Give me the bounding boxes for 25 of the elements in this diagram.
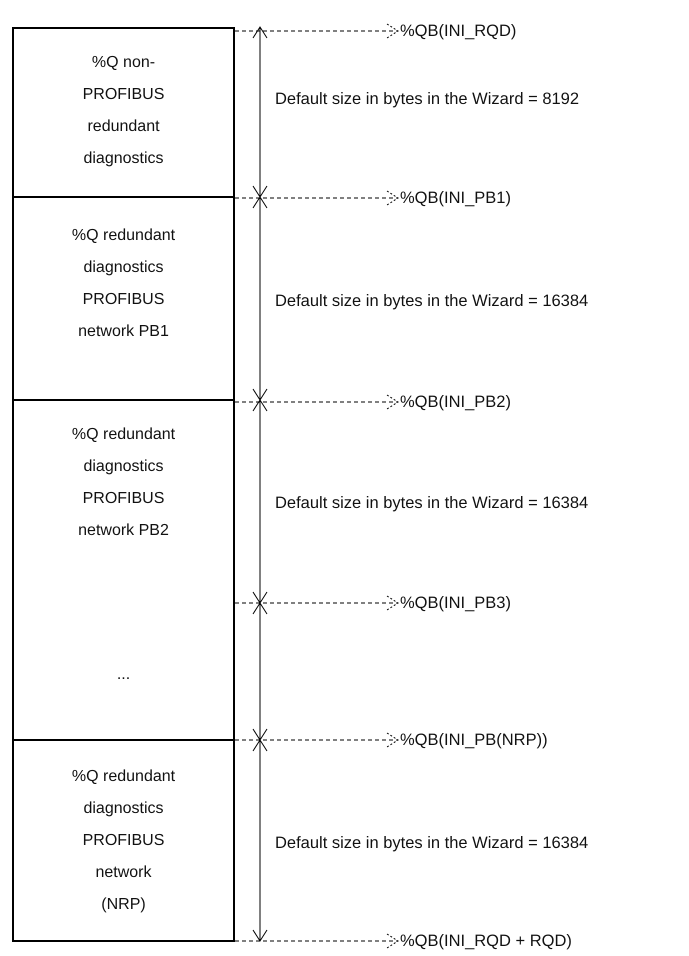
memory-block	[12, 399, 235, 741]
address-label: %QB(INI_PB2)	[400, 392, 511, 412]
size-note: Default size in bytes in the Wizard = 16384	[275, 493, 588, 513]
size-note: Default size in bytes in the Wizard = 16384	[275, 833, 588, 853]
size-note: Default size in bytes in the Wizard = 8192	[275, 89, 580, 109]
memory-block	[12, 196, 235, 401]
block-description: %Q redundant diagnostics PROFIBUS network PB1	[72, 226, 176, 342]
leader-arrow	[234, 934, 398, 948]
size-note: Default size in bytes in the Wizard = 16384	[275, 291, 588, 311]
block-description: %Q redundant diagnostics PROFIBUS network (NRP)	[72, 767, 176, 915]
address-label: %QB(INI_PB(NRP))	[400, 730, 548, 750]
leader-arrow	[234, 732, 398, 748]
ellipsis: ...	[116, 665, 132, 685]
memory-block	[12, 27, 235, 198]
memory-block	[12, 739, 235, 942]
address-label: %QB(INI_PB3)	[400, 593, 511, 613]
leader-arrow	[234, 190, 398, 206]
leader-arrow	[234, 596, 398, 610]
address-label: %QB(INI_PB1)	[400, 188, 511, 208]
address-label: %QB(INI_RQD + RQD)	[400, 931, 572, 951]
address-label: %QB(INI_RQD)	[400, 21, 516, 41]
block-description: %Q non-PROFIBUS redundant diagnostics	[82, 53, 166, 169]
leader-arrow	[234, 394, 398, 410]
leader-arrow	[234, 24, 398, 38]
block-description: %Q redundant diagnostics PROFIBUS network PB2	[72, 425, 176, 541]
